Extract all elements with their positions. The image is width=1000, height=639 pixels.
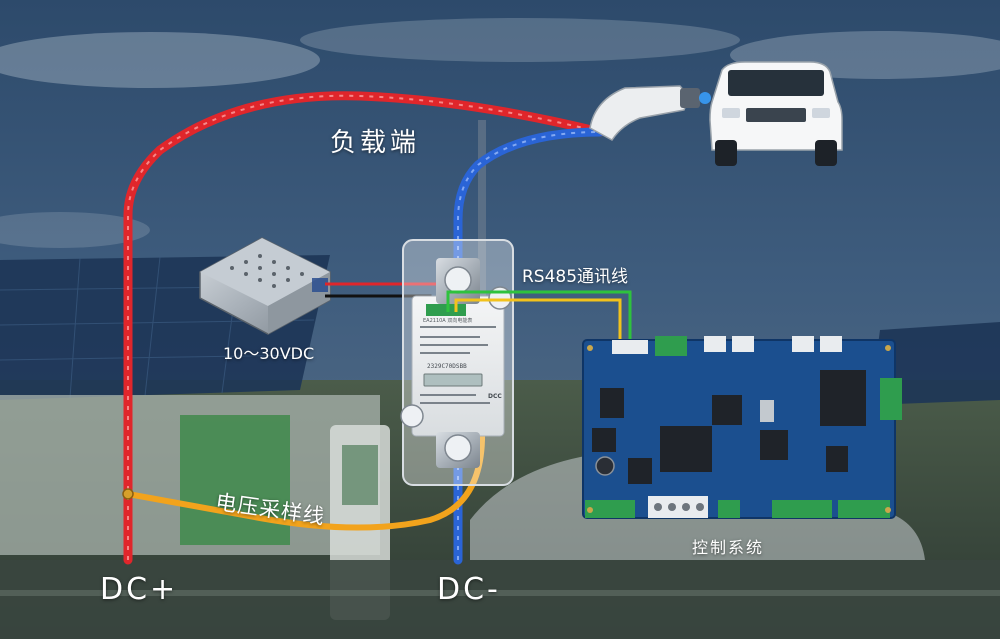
dc-minus-wire [453,127,605,565]
meter-brand-text: DCC [488,393,502,400]
rs485-green-wire [446,290,632,340]
rs485-yellow-wire [454,298,622,340]
car-icon [709,61,843,166]
charging-gun-icon [589,85,711,141]
dc-minus-label: DC- [437,572,501,607]
sampling-tap-point [122,488,134,500]
power-supply-icon [199,237,331,335]
meter-serial-text: 2329C70DSBB [427,363,467,370]
rs485-label: RS485通讯线 [522,267,629,287]
control-board-icon [582,336,902,519]
control-system-label: 控制系统 [692,538,765,557]
voltage-sampling-wire [125,412,485,531]
dc-plus-label: DC+ [100,572,179,607]
load-end-label: 负载端 [330,128,421,158]
energy-meter-icon: EA2110A 双向电能表 2329C70DSBB DCC [400,239,514,486]
meter-model-text: EA2110A 双向电能表 [423,317,472,324]
psu-voltage-label: 10～30VDC [223,344,315,363]
